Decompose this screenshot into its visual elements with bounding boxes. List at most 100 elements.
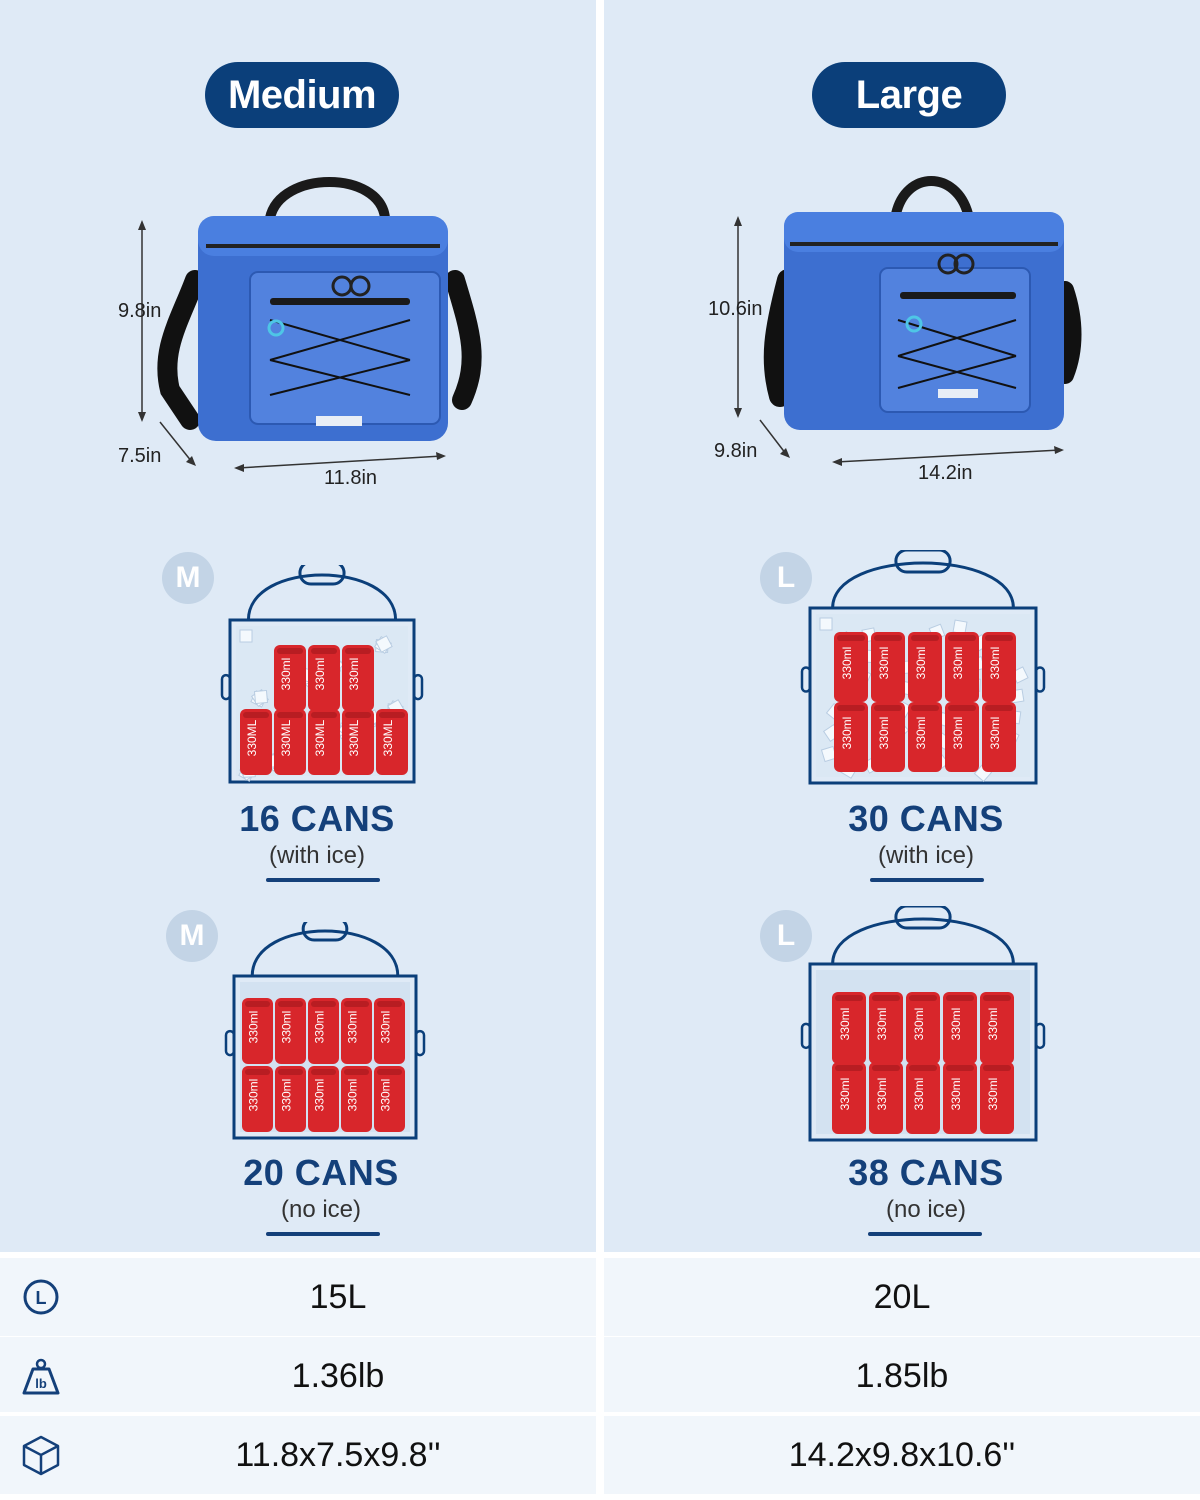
can-label: 330ml (313, 1079, 327, 1112)
can-label: 330ml (280, 1079, 294, 1112)
large-height-label: 10.6in (708, 298, 763, 320)
large-no-ice-note: (no ice) (885, 1196, 967, 1223)
can-lid (278, 1069, 303, 1075)
can: 330ml (906, 1062, 940, 1134)
can-body (274, 645, 306, 711)
can: 330ml (341, 998, 372, 1064)
can-lid (835, 995, 863, 1001)
can-body (374, 1066, 405, 1132)
can-lid (874, 635, 902, 641)
medium-no-ice-note: (no ice) (280, 1196, 362, 1223)
can: 330ml (906, 992, 940, 1064)
weight-icon: lb (22, 1358, 60, 1395)
can-label: 330ml (346, 1011, 360, 1044)
can-lid (835, 1065, 863, 1071)
can-label: 330ml (279, 658, 293, 691)
medium-no-ice-count: 20 CANS (243, 1152, 399, 1193)
can-label: 330ml (840, 647, 854, 680)
can-lid (948, 705, 976, 711)
cooler-outline (232, 974, 418, 1140)
svg-text:lb: lb (35, 1376, 47, 1391)
underline (868, 1232, 982, 1236)
can-label: 330ml (313, 1011, 327, 1044)
medium-size-label: Medium (205, 62, 399, 128)
can-body (982, 702, 1016, 772)
cooler-outline (808, 606, 1038, 785)
can-lid (277, 648, 303, 654)
can: 330ml (943, 992, 977, 1064)
ice-cube (819, 617, 833, 631)
can-body (342, 709, 374, 775)
liter-icon: L (23, 1279, 59, 1315)
large-width-label: 14.2in (918, 462, 973, 484)
can: 330ML (342, 709, 374, 775)
can: 330ml (275, 998, 306, 1064)
large-weight: 1.85lb (855, 1356, 949, 1395)
can-body (240, 709, 272, 775)
can-body (242, 998, 273, 1064)
cooler-outline (228, 618, 416, 784)
can-lid (377, 1001, 402, 1007)
can-label: 330ml (986, 1008, 1000, 1041)
can-body (834, 632, 868, 702)
can-label: 330ml (949, 1078, 963, 1111)
can-label: 330ml (875, 1008, 889, 1041)
medium-no-ice-diagram: 330ml 330ml 330ml 330ml 330ml 330ml 330ml 330ml… (224, 922, 426, 1140)
can-lid (245, 1069, 270, 1075)
can-label: 330ML (245, 719, 259, 756)
can: 330ml (242, 1066, 273, 1132)
can-body (341, 998, 372, 1064)
cooler-grip (894, 550, 952, 574)
can-lid (278, 1001, 303, 1007)
can-body (980, 992, 1014, 1064)
underline (266, 1232, 380, 1236)
can: 330ml (308, 998, 339, 1064)
medium-height-label: 9.8in (118, 300, 162, 322)
underline (870, 878, 984, 882)
large-size-label: Large (812, 62, 1006, 128)
cooler-handle (246, 573, 398, 621)
can: 330ml (308, 1066, 339, 1132)
can-label: 330ML (279, 719, 293, 756)
medium-weight: 1.36lb (291, 1356, 385, 1395)
can-label: 330ml (838, 1078, 852, 1111)
can-label: 330ml (313, 658, 327, 691)
can: 330ml (871, 702, 905, 772)
cooler-handle (831, 917, 1015, 965)
can: 330ml (374, 1066, 405, 1132)
svg-text:L: L (36, 1288, 47, 1308)
underline (266, 878, 380, 882)
can: 330ml (832, 992, 866, 1064)
can-body (943, 1062, 977, 1134)
column-divider (596, 0, 604, 1500)
can-body (943, 992, 977, 1064)
can-body (869, 1062, 903, 1134)
medium-badge: M (166, 910, 218, 962)
can-body (908, 702, 942, 772)
ice-cube (375, 635, 393, 653)
can-lid (245, 1001, 270, 1007)
can-label: 330ml (247, 1011, 261, 1044)
can-label: 330ml (912, 1008, 926, 1041)
large-dimensions: 14.2x9.8x10.6'' (788, 1435, 1016, 1474)
can-lid (874, 705, 902, 711)
can-lid (872, 995, 900, 1001)
can-lid (983, 995, 1011, 1001)
can-body (275, 998, 306, 1064)
can-lid (311, 1069, 336, 1075)
can: 330ml (308, 645, 340, 711)
can-label: 330ml (951, 717, 965, 750)
can-label: 330ml (912, 1078, 926, 1111)
can: 330ml (945, 632, 979, 702)
can-label: 330ml (379, 1079, 393, 1112)
can-lid (345, 648, 371, 654)
cooler-outline (808, 962, 1038, 1142)
can: 330ml (943, 1062, 977, 1134)
cube-icon (22, 1435, 60, 1476)
can-lid (344, 1069, 369, 1075)
can-label: 330ml (988, 717, 1002, 750)
can: 330ml (869, 992, 903, 1064)
can-label: 330ml (280, 1011, 294, 1044)
can-body (376, 709, 408, 775)
can-label: 330ml (877, 717, 891, 750)
